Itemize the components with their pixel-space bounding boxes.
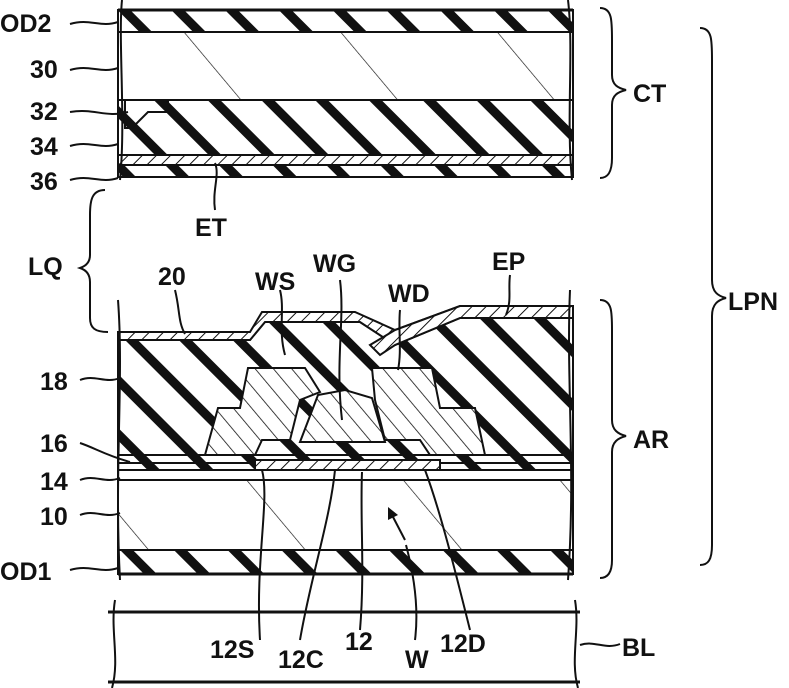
label-18: 18 xyxy=(40,368,68,396)
counter-substrate-layers xyxy=(118,0,573,180)
label-et: ET xyxy=(195,214,227,242)
label-16: 16 xyxy=(40,430,68,458)
label-ar: AR xyxy=(633,426,669,454)
brace-lpn xyxy=(700,28,726,565)
layer-34 xyxy=(118,100,573,155)
label-wd: WD xyxy=(388,280,430,308)
layer-od2 xyxy=(118,10,573,32)
layer-14 xyxy=(118,470,573,480)
label-bl: BL xyxy=(622,634,655,662)
label-w: W xyxy=(405,646,429,674)
brace-ct xyxy=(600,8,626,178)
label-ct: CT xyxy=(633,80,666,108)
label-34: 34 xyxy=(30,133,58,161)
layer-bl xyxy=(108,612,580,680)
layer-10-glass xyxy=(118,480,573,550)
label-30: 30 xyxy=(30,56,58,84)
label-12s: 12S xyxy=(210,636,254,664)
label-14: 14 xyxy=(40,468,68,496)
brace-lq xyxy=(80,190,108,332)
label-ws: WS xyxy=(255,268,295,296)
label-od1: OD1 xyxy=(0,558,52,586)
label-20: 20 xyxy=(158,263,186,291)
label-od2: OD2 xyxy=(0,10,51,38)
label-lq: LQ xyxy=(28,253,63,281)
layer-36 xyxy=(118,165,573,177)
label-ep: EP xyxy=(492,248,525,276)
layer-od1 xyxy=(118,550,573,574)
label-32: 32 xyxy=(30,98,58,126)
label-10: 10 xyxy=(40,503,68,531)
label-36: 36 xyxy=(30,168,58,196)
array-substrate-layers xyxy=(118,290,573,580)
layer-30-glass xyxy=(118,32,573,100)
backlight xyxy=(108,600,580,688)
label-12: 12 xyxy=(345,628,373,656)
label-wg: WG xyxy=(313,250,356,278)
label-12d: 12D xyxy=(440,630,486,658)
layer-et xyxy=(118,155,573,165)
label-12c: 12C xyxy=(278,646,324,674)
label-lpn: LPN xyxy=(728,288,778,316)
brace-ar xyxy=(600,300,626,578)
